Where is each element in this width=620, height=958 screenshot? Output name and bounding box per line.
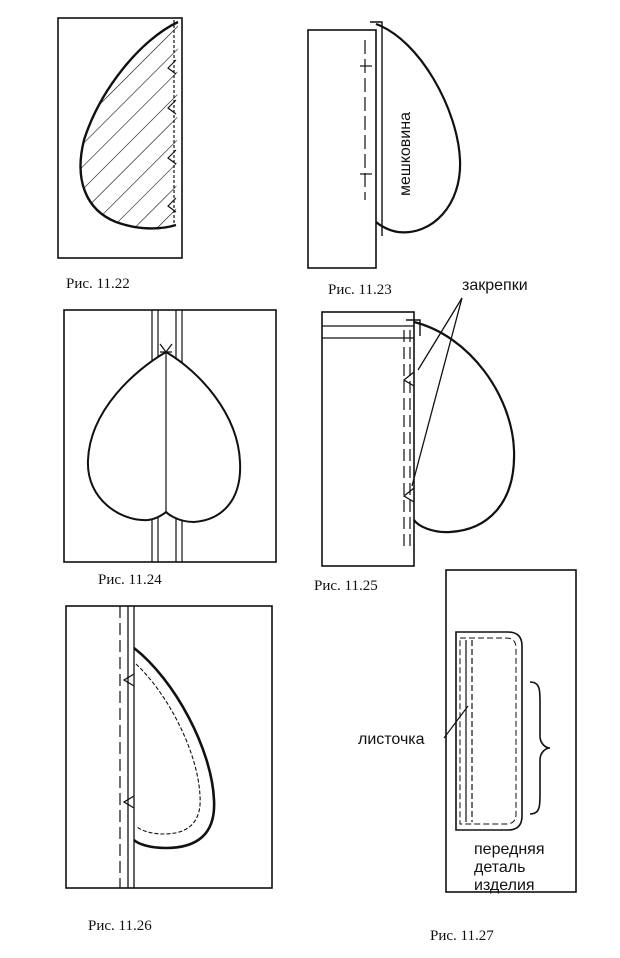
figure-11-24: Рис. 11.24 bbox=[63, 309, 277, 588]
label-meshkovina: мешковина bbox=[397, 112, 414, 196]
fabric-panel bbox=[57, 17, 183, 259]
label-zakrepki: закрепки bbox=[462, 277, 528, 294]
sacking-bag-outline bbox=[375, 22, 462, 234]
welt-outline bbox=[455, 631, 523, 831]
fabric-panel bbox=[307, 29, 377, 269]
fabric-panel bbox=[63, 309, 277, 563]
fold-edge bbox=[370, 21, 383, 236]
front-part-panel bbox=[445, 569, 577, 893]
caption-11-24: Рис. 11.24 bbox=[98, 572, 162, 588]
label-izdeliya: изделия bbox=[474, 877, 535, 894]
pocket-inner-stitch bbox=[135, 663, 201, 835]
tack-mark bbox=[159, 343, 173, 353]
notches bbox=[167, 59, 177, 213]
figure-11-25: закрепки Рис. 11.25 bbox=[314, 277, 528, 594]
figure-11-22: Рис. 11.22 bbox=[57, 17, 183, 292]
pocket-outline bbox=[413, 320, 516, 534]
pocket-outline-outer bbox=[133, 646, 216, 850]
welt-inner-stitch bbox=[459, 637, 517, 825]
fabric-panel bbox=[321, 311, 415, 567]
caption-11-23: Рис. 11.23 bbox=[328, 282, 392, 298]
label-perednyaya: передняя bbox=[474, 841, 545, 858]
caption-11-27: Рис. 11.27 bbox=[430, 928, 494, 944]
tack-notch bbox=[122, 795, 135, 809]
pocket-outline bbox=[79, 20, 179, 230]
tack-notch bbox=[402, 371, 415, 387]
leader-line bbox=[417, 297, 463, 371]
fabric-panel bbox=[65, 605, 273, 889]
hatched-pocket-bag bbox=[80, 22, 178, 229]
figure-11-26: Рис. 11.26 bbox=[65, 605, 273, 934]
heart-pocket bbox=[86, 350, 242, 524]
leader-line bbox=[443, 705, 469, 739]
caption-11-25: Рис. 11.25 bbox=[314, 578, 378, 594]
caption-11-26: Рис. 11.26 bbox=[88, 918, 152, 934]
tack-notch bbox=[122, 673, 135, 687]
label-listochka: листочка bbox=[358, 731, 425, 748]
fold-edge bbox=[406, 319, 421, 336]
caption-11-22: Рис. 11.22 bbox=[66, 276, 130, 292]
figure-11-27: листочка передняя деталь изделия Рис. 11… bbox=[358, 569, 577, 944]
label-detal: деталь bbox=[474, 859, 525, 876]
leader-line bbox=[411, 297, 463, 487]
tack-notch bbox=[402, 487, 415, 503]
brace-mark bbox=[529, 681, 551, 815]
figure-11-23: мешковина Рис. 11.23 bbox=[307, 21, 462, 298]
